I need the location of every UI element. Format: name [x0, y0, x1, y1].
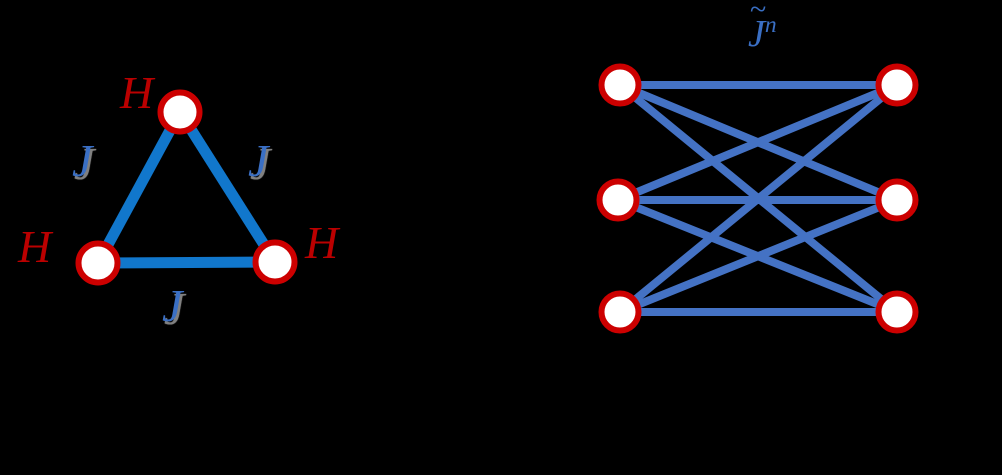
label-J-tilde-n: ~Jn — [748, 0, 777, 55]
triangle-edge-top-bottomleft — [93, 109, 185, 266]
node-bipartite-right-3[interactable] — [875, 290, 919, 334]
node-bipartite-right-2[interactable] — [875, 178, 919, 222]
triangle-edge-bottomleft-bottomright — [97, 256, 276, 269]
node-triangle-bottom-left[interactable] — [75, 240, 121, 286]
bipartite-edge-L3-R2 — [618, 196, 899, 316]
tilde-accent-icon: ~ — [750, 0, 767, 26]
node-triangle-top[interactable] — [157, 89, 203, 135]
triangle-edges — [93, 109, 280, 269]
triangle-nodes — [75, 89, 298, 286]
node-bipartite-left-3[interactable] — [598, 290, 642, 334]
label-J-bottom-edge: J — [162, 280, 183, 331]
j-tilde-group: ~J — [748, 0, 766, 55]
bipartite-edges — [616, 81, 900, 316]
j-superscript-n: n — [764, 12, 777, 38]
label-J-left-edge: J — [72, 135, 93, 186]
label-H-left: H — [18, 221, 52, 272]
label-H-top: H — [120, 67, 154, 118]
node-triangle-bottom-right[interactable] — [252, 239, 298, 285]
bipartite-edge-L2-R1 — [616, 81, 899, 204]
j-base-letter: J — [748, 12, 765, 55]
triangle-edge-top-bottomright — [175, 109, 280, 265]
bipartite-nodes — [596, 63, 919, 334]
label-J-right-edge: J — [248, 135, 269, 186]
node-bipartite-right-1[interactable] — [875, 63, 919, 107]
bipartite-edge-L3-R1 — [617, 81, 900, 316]
node-bipartite-left-1[interactable] — [598, 63, 642, 107]
label-H-right: H — [305, 217, 339, 268]
node-bipartite-left-2[interactable] — [596, 178, 640, 222]
